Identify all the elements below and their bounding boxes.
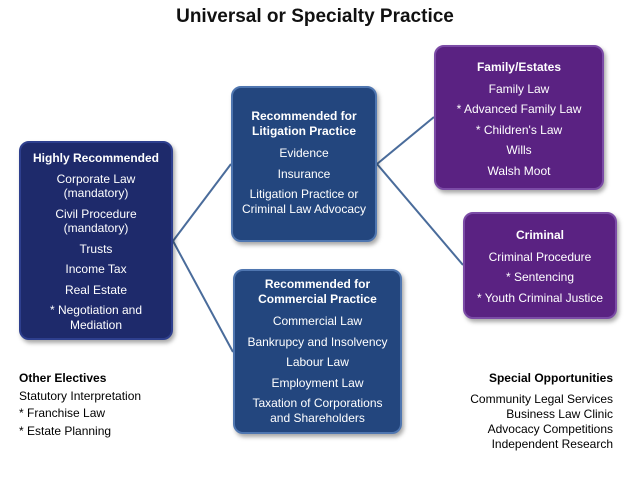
course-item: Labour Law bbox=[286, 355, 349, 369]
elective-item: Statutory Interpretation bbox=[19, 388, 142, 403]
opportunity-item: Advocacy Competitions bbox=[487, 421, 613, 436]
special-opportunities-list: Special Opportunities Community Legal Se… bbox=[450, 370, 613, 452]
criminal-box: Criminal Criminal Procedure * Sentencing… bbox=[463, 212, 617, 319]
course-item: Income Tax bbox=[65, 262, 127, 276]
commercial-practice-box: Recommended for Commercial Practice Comm… bbox=[233, 269, 402, 434]
course-item: Taxation of Corporations and Shareholder… bbox=[252, 396, 383, 425]
family-estates-box: Family/Estates Family Law * Advanced Fam… bbox=[434, 45, 604, 190]
litigation-practice-box: Recommended for Litigation Practice Evid… bbox=[231, 86, 377, 242]
other-electives-heading: Other Electives bbox=[19, 371, 107, 385]
course-item: Corporate Law (mandatory) bbox=[56, 171, 136, 201]
course-item: Civil Procedure (mandatory) bbox=[55, 206, 137, 236]
opportunity-item: Community Legal Services bbox=[470, 391, 613, 406]
course-item: Commercial Law bbox=[272, 314, 363, 328]
course-item: Employment Law bbox=[271, 375, 364, 390]
course-item: Walsh Moot bbox=[487, 163, 551, 178]
litigation-heading: Recommended for Litigation Practice bbox=[251, 109, 357, 138]
page-title: Universal or Specialty Practice bbox=[176, 6, 454, 27]
course-item: Trusts bbox=[79, 241, 113, 256]
family-heading: Family/Estates bbox=[476, 60, 562, 74]
course-item: Family Law bbox=[488, 81, 550, 96]
highly-recommended-heading: Highly Recommended bbox=[32, 151, 160, 165]
course-item: Criminal Procedure bbox=[488, 249, 592, 264]
course-item: * Children's Law bbox=[475, 122, 563, 137]
connector-litigation-to-criminal bbox=[376, 163, 464, 266]
elective-item: * Franchise Law bbox=[19, 406, 106, 420]
commercial-heading: Recommended for Commercial Practice bbox=[258, 277, 377, 306]
opportunity-item: Business Law Clinic bbox=[506, 406, 613, 421]
course-item: Evidence bbox=[279, 146, 329, 160]
criminal-heading: Criminal bbox=[515, 228, 564, 242]
course-item: Real Estate bbox=[64, 282, 128, 297]
opportunity-item: Independent Research bbox=[491, 436, 613, 451]
other-electives-list: Other Electives Statutory Interpretation… bbox=[19, 370, 141, 440]
special-opportunities-heading: Special Opportunities bbox=[488, 371, 613, 385]
elective-item: * Estate Planning bbox=[19, 423, 112, 438]
course-item: * Sentencing bbox=[505, 270, 575, 284]
connector-litigation-to-family bbox=[376, 116, 435, 165]
course-item: * Advanced Family Law bbox=[456, 102, 582, 116]
course-item: Bankrupcy and Insolvency bbox=[247, 334, 388, 349]
connector-highly-to-litigation bbox=[172, 163, 232, 242]
highly-recommended-box: Highly Recommended Corporate Law (mandat… bbox=[19, 141, 173, 340]
course-item: Litigation Practice or Criminal Law Advo… bbox=[241, 187, 367, 216]
course-item: Wills bbox=[506, 143, 532, 157]
course-item: * Negotiation and Mediation bbox=[49, 303, 143, 332]
connector-highly-to-commercial bbox=[172, 240, 234, 353]
course-item: Insurance bbox=[277, 166, 331, 181]
course-item: * Youth Criminal Justice bbox=[476, 290, 604, 305]
